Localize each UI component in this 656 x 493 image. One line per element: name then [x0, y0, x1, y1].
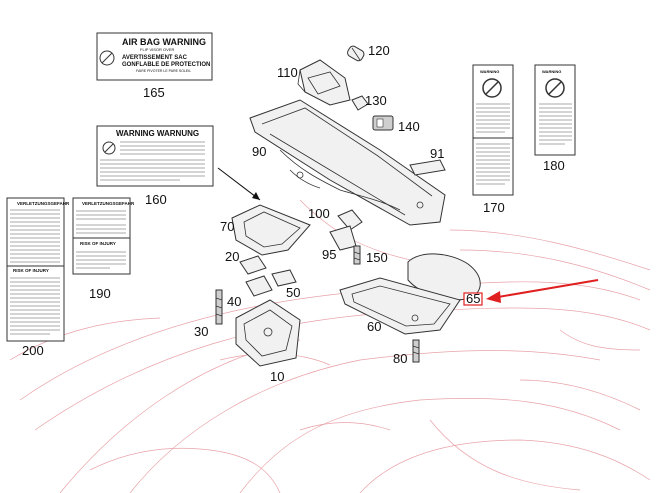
label-200-risk: RISK OF INJURY: [13, 268, 49, 273]
label-170-warning-tall: WARNING: [472, 64, 514, 196]
callout-70: 70: [220, 219, 234, 234]
callout-150: 150: [366, 250, 388, 265]
label-180-warning-short: WARNING: [534, 64, 576, 156]
callout-100: 100: [308, 206, 330, 221]
callout-200: 200: [22, 343, 44, 358]
callout-120: 120: [368, 43, 390, 58]
callout-65-box: [463, 292, 483, 306]
part-50-clip: [271, 269, 297, 287]
label-170-heading: WARNING: [480, 69, 499, 74]
label-165-french2: GONFLABLE DE PROTECTION: [122, 62, 210, 68]
part-120-bulb: [347, 45, 365, 62]
callout-60: 60: [367, 319, 381, 334]
part-20-bracket: [239, 255, 267, 275]
part-60-sun-visor: [339, 277, 461, 335]
part-130-socket: [351, 95, 369, 111]
callout-130: 130: [365, 93, 387, 108]
label-200-heading: VERLETZUNGSGEFAHR: [17, 201, 70, 206]
highlight-arrow: [486, 279, 599, 303]
callout-50: 50: [286, 285, 300, 300]
label-180-heading: WARNING: [542, 69, 561, 74]
callout-110: 110: [277, 65, 298, 80]
label-165-heading: AIR BAG WARNING: [122, 37, 206, 47]
part-40-holder: [245, 275, 273, 297]
label-165-airbag-warning: AIR BAG WARNING FLIP VISOR OVER AVERTISS…: [96, 32, 213, 81]
callout-65: 65: [466, 291, 480, 306]
callout-30: 30: [194, 324, 208, 339]
part-30-screw: [215, 289, 223, 325]
part-70-visor-frame: [231, 204, 311, 256]
label-190-child-seat-warning: VERLETZUNGSGEFAHR RISK OF INJURY: [72, 197, 135, 275]
callout-80: 80: [393, 351, 407, 366]
part-80-screw: [412, 339, 420, 363]
label-160-warning-warnung: WARNING WARNUNG: [96, 125, 214, 187]
callout-10: 10: [270, 369, 284, 384]
callout-190: 190: [89, 286, 111, 301]
part-100-bracket: [337, 209, 363, 231]
part-140-switch: [372, 115, 394, 131]
part-90-headliner-frame: [249, 99, 446, 226]
label-165-french1: AVERTISSEMENT SAC: [122, 55, 188, 61]
part-110-lamp-housing: [297, 59, 351, 106]
callout-160: 160: [145, 192, 167, 207]
callout-170: 170: [483, 200, 505, 215]
callout-95: 95: [322, 247, 336, 262]
callout-20: 20: [225, 249, 239, 264]
callout-90: 90: [252, 144, 266, 159]
callout-40: 40: [227, 294, 241, 309]
callout-165: 165: [143, 85, 165, 100]
label-165-french3: FAIRE PIVOTER LE PARE SOLEIL: [136, 69, 191, 73]
callout-91: 91: [430, 146, 444, 161]
callout-180: 180: [543, 158, 565, 173]
label-160-heading: WARNING WARNUNG: [116, 129, 199, 138]
label-165-sub: FLIP VISOR OVER: [140, 47, 174, 52]
leader-arrow-70: [217, 167, 261, 201]
part-10-overhead-console: [235, 299, 301, 367]
label-190-heading: VERLETZUNGSGEFAHR: [82, 201, 135, 206]
label-190-risk: RISK OF INJURY: [80, 241, 116, 246]
part-91-clip: [409, 159, 446, 176]
vehicle-outline: [9, 199, 651, 493]
label-200-child-seat-warning: VERLETZUNGSGEFAHR RISK OF INJURY: [6, 197, 70, 342]
callout-140: 140: [398, 119, 420, 134]
part-150-screw: [353, 245, 361, 265]
